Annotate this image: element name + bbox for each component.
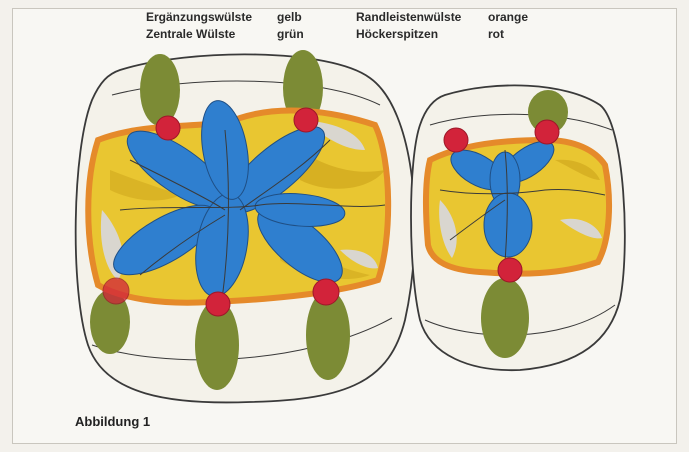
premolar-tooth — [411, 85, 625, 370]
molar-tooth — [76, 50, 415, 402]
figure-caption: Abbildung 1 — [75, 414, 150, 429]
